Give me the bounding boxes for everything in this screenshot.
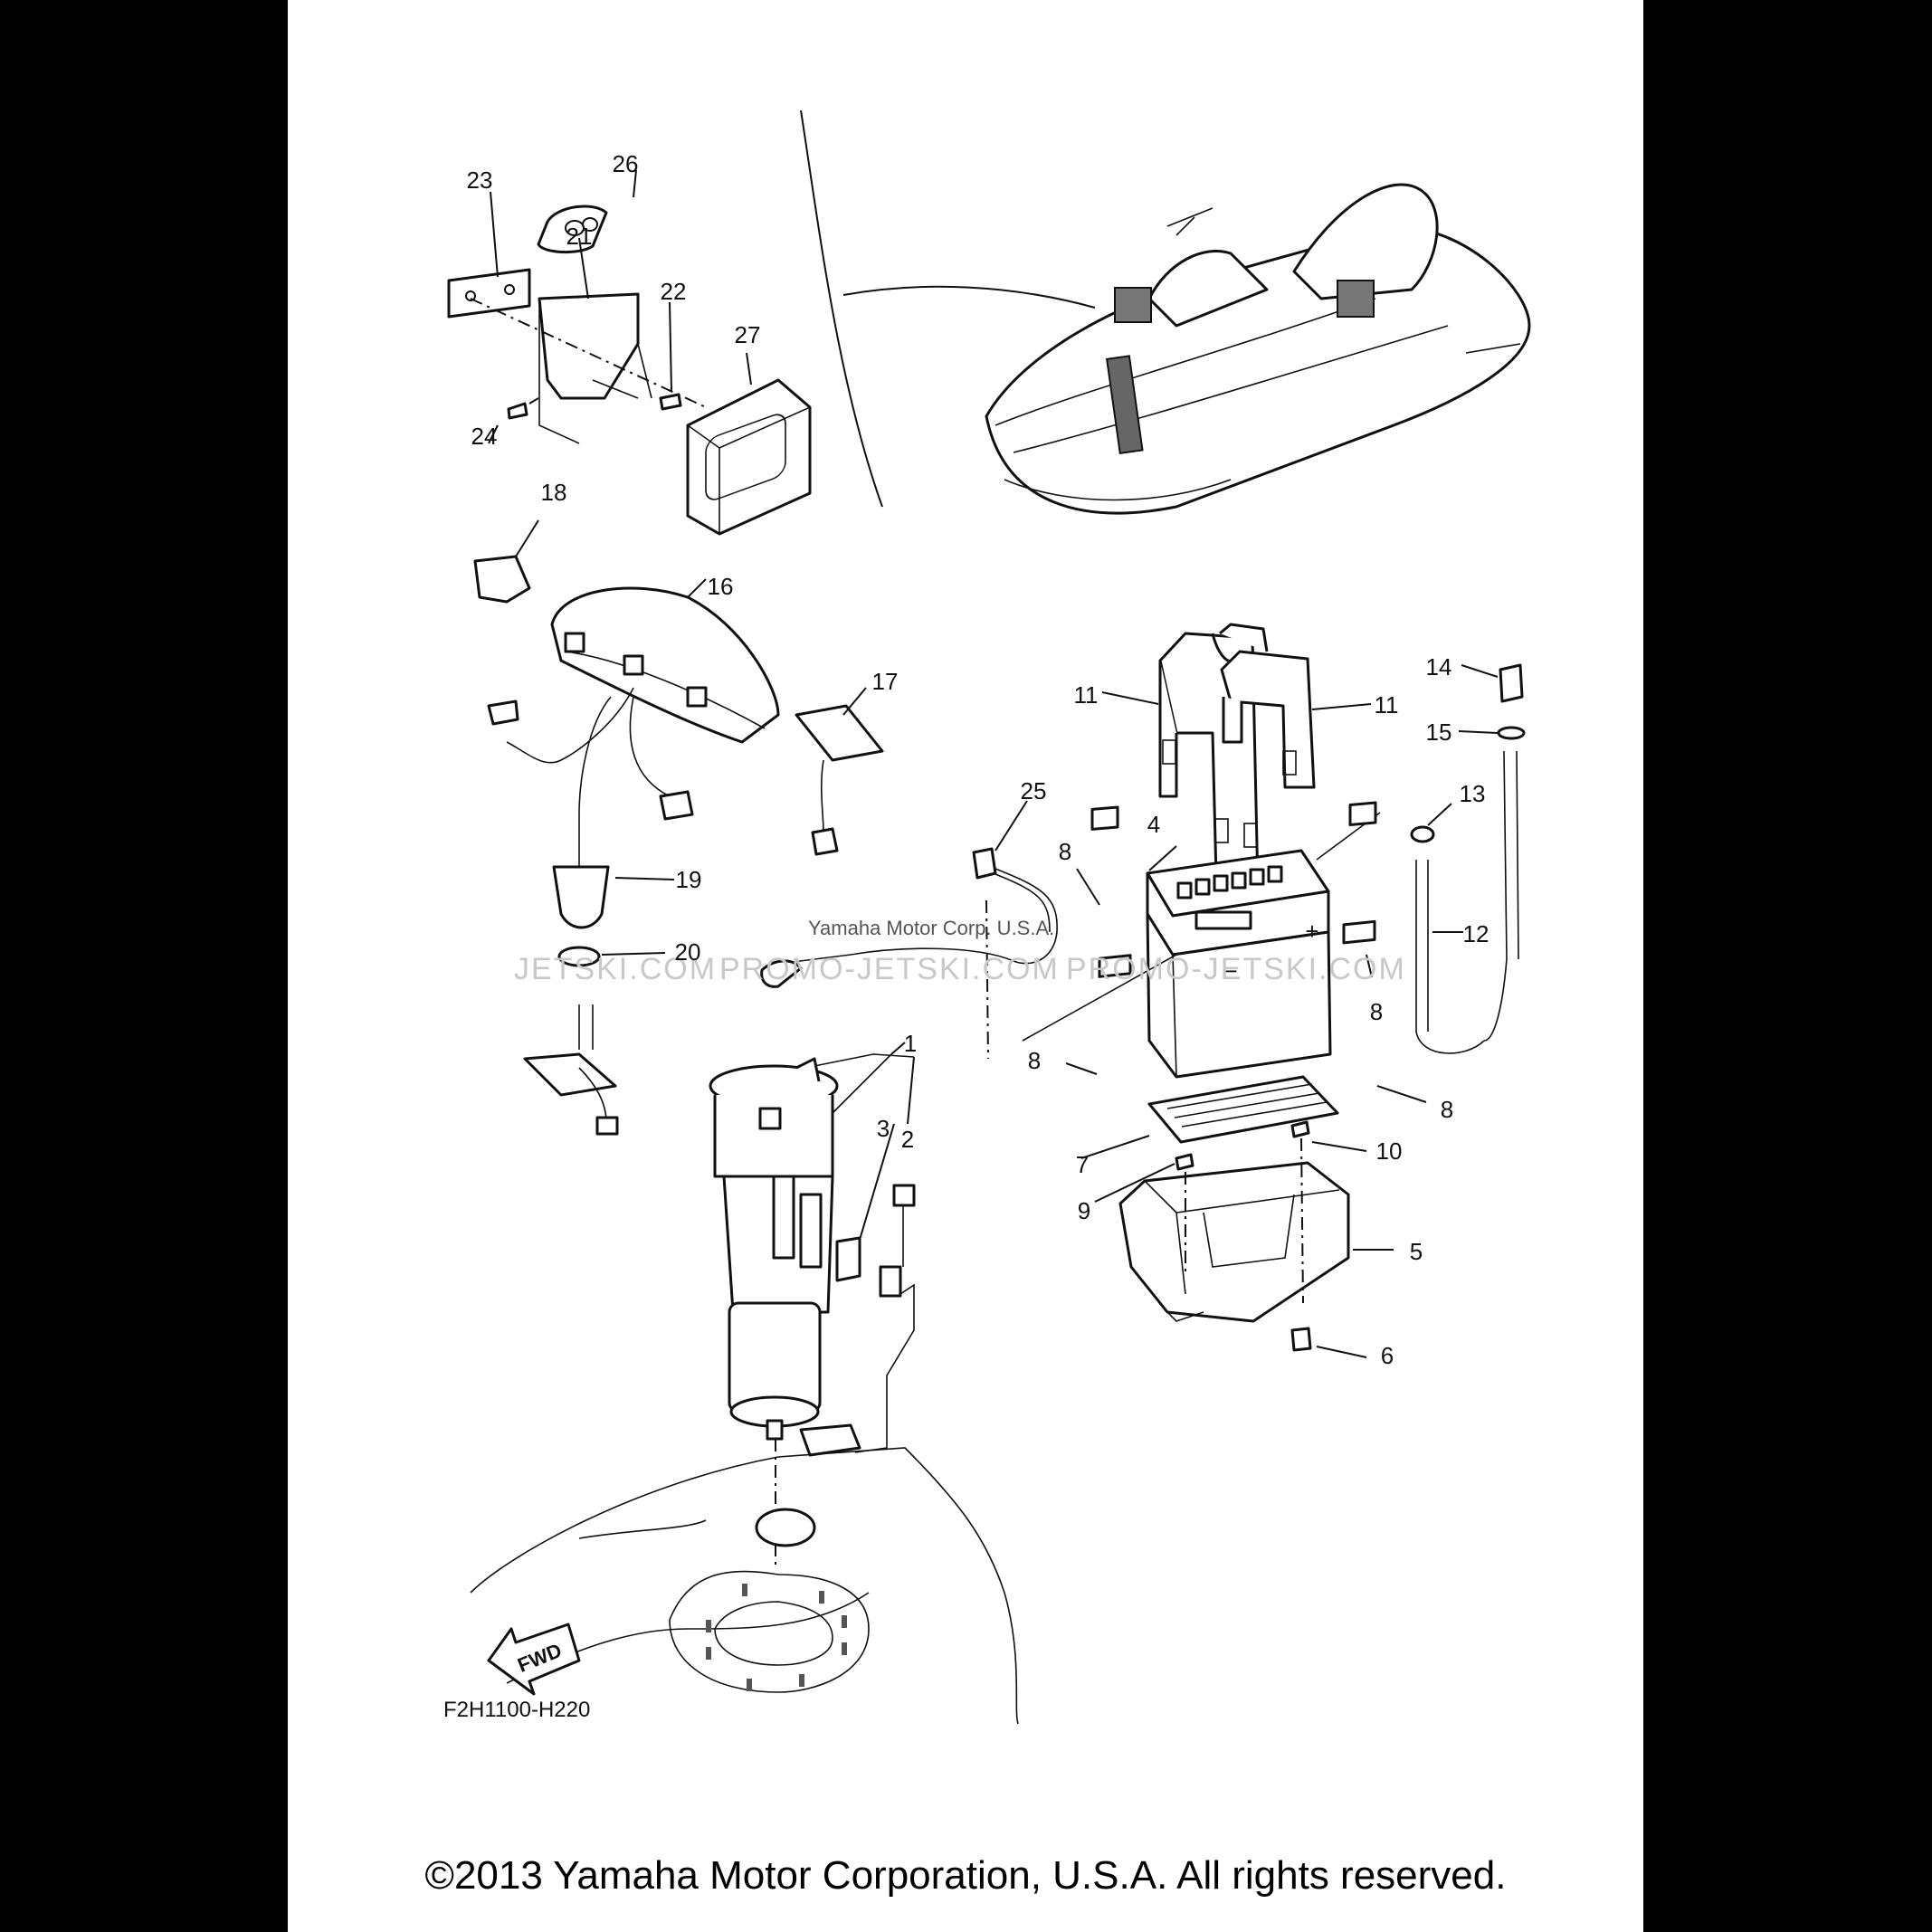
callout-26: 26	[613, 150, 639, 177]
callout-5: 5	[1410, 1238, 1423, 1265]
callout-8a: 8	[1059, 838, 1071, 865]
controller-27	[686, 378, 812, 536]
callout-2: 2	[901, 1126, 914, 1153]
battery-assembly: + −	[985, 623, 1427, 1358]
meter-16	[550, 586, 780, 744]
callout-27: 27	[735, 321, 761, 348]
fitting-14	[1499, 663, 1524, 703]
callout-8b: 8	[1370, 998, 1383, 1025]
sensor-18	[473, 555, 531, 604]
callout-17: 17	[872, 668, 899, 695]
bracket-21	[538, 292, 640, 400]
diagram-part-code: F2H1100-H220	[443, 1698, 590, 1722]
mat-7	[1147, 1075, 1339, 1144]
highlight-meter-location	[1106, 355, 1144, 454]
callout-14: 14	[1426, 653, 1452, 680]
battery-box-5	[1118, 1161, 1350, 1323]
lead-wire-25	[760, 800, 1058, 988]
callout-20: 20	[675, 938, 701, 966]
callout-4: 4	[1147, 811, 1160, 838]
sensor-17	[795, 704, 884, 762]
svg-text:−: −	[1223, 957, 1237, 985]
highlight-battery-location	[1337, 280, 1375, 318]
pad-8c	[1098, 954, 1132, 978]
watercraft-overview	[800, 109, 1531, 515]
clamp-20	[557, 946, 601, 967]
watermark-1: JETSKI.COM	[514, 952, 717, 986]
callout-22: 22	[661, 278, 687, 305]
clip-3	[835, 1236, 861, 1282]
pad-8a	[1090, 805, 1119, 831]
plate-23	[447, 268, 531, 319]
copyright-notice: ©2013 Yamaha Motor Corporation, U.S.A. A…	[425, 1853, 1507, 1898]
callout-8c: 8	[1028, 1047, 1041, 1074]
battery-cells	[1176, 865, 1283, 899]
bolt-10	[1290, 1120, 1310, 1138]
watermark-small: Yamaha Motor Corp. U.S.A.	[808, 917, 1054, 939]
watermark-band: JETSKI.COM PROMO-JETSKI.COM PROMO-JETSKI…	[514, 917, 1406, 986]
callout-19: 19	[676, 866, 702, 893]
bolt-9	[1175, 1153, 1194, 1171]
callout-23: 23	[467, 167, 493, 194]
controller-assembly	[447, 169, 812, 536]
callout-21: 21	[566, 223, 593, 250]
callout-18: 18	[541, 479, 567, 506]
callout-25: 25	[1021, 777, 1047, 804]
pad-8b	[1348, 801, 1377, 826]
meter-assembly	[473, 519, 884, 1136]
highlight-controller-location	[1114, 287, 1152, 323]
grommet-19	[552, 865, 610, 929]
callout-15: 15	[1426, 719, 1452, 746]
callout-3: 3	[877, 1115, 890, 1142]
callout-11a: 11	[1074, 681, 1099, 709]
watermark-2: PROMO-JETSKI.COM	[719, 952, 1060, 986]
watermark-3: PROMO-JETSKI.COM	[1066, 952, 1406, 986]
fuel-tank	[470, 1447, 1019, 1725]
svg-text:+: +	[1305, 918, 1318, 945]
callout-labels: 1 2 3 4 5 6 7 8 8 8 8 9 10 11 11 12 13 1…	[467, 150, 1489, 1369]
clamp-15	[1497, 726, 1526, 740]
callout-7: 7	[1076, 1151, 1089, 1178]
pad-8d	[1342, 919, 1376, 945]
connector-2	[892, 1184, 916, 1207]
clip-13	[1410, 825, 1435, 843]
collar-6	[1290, 1327, 1312, 1352]
callout-16: 16	[708, 573, 734, 600]
fuel-pump-assembly	[709, 1042, 916, 1566]
forward-arrow: FWD	[487, 1623, 581, 1696]
callout-12: 12	[1463, 920, 1489, 947]
callout-11b: 11	[1375, 691, 1399, 719]
callout-8d: 8	[1441, 1096, 1453, 1123]
callout-24: 24	[471, 423, 498, 450]
callout-1: 1	[904, 1030, 917, 1057]
callout-6: 6	[1381, 1342, 1394, 1369]
tank-studs	[706, 1584, 847, 1691]
vent-hose-assembly	[1410, 663, 1526, 1054]
callout-10: 10	[1376, 1137, 1403, 1165]
callout-9: 9	[1078, 1197, 1090, 1224]
callout-13: 13	[1460, 780, 1486, 807]
